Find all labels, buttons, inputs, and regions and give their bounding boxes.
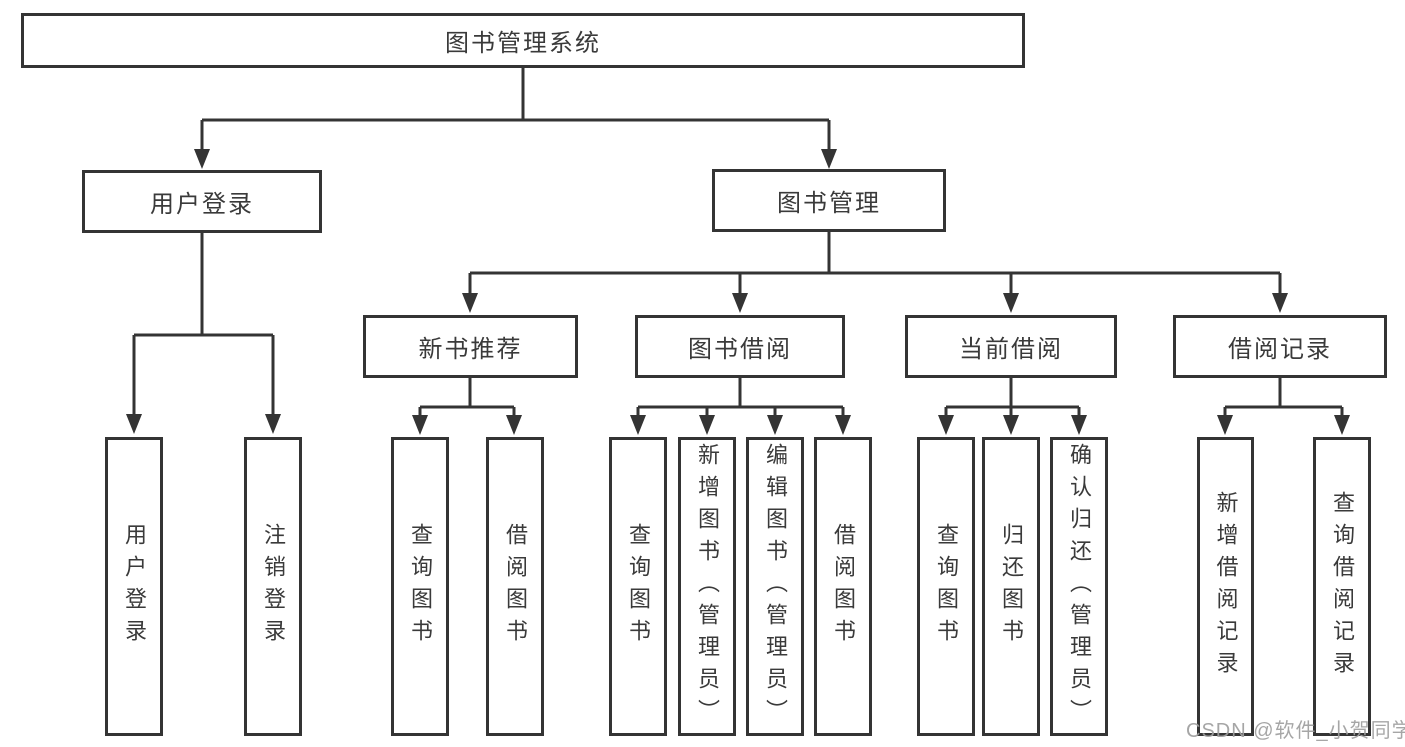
leaf-label: 编辑图书（管理员） [763, 442, 788, 731]
watermark: CSDN @软件_小贺同学 [1186, 720, 1405, 742]
leaf-label: 借阅图书 [831, 522, 856, 651]
leaf-label: 查询图书 [408, 522, 433, 651]
leaf-logout: 注销登录 [244, 437, 302, 736]
leaf-label: 查询图书 [934, 522, 959, 651]
node-current-borrowing: 当前借阅 [905, 315, 1117, 378]
leaf-label: 归还图书 [999, 522, 1024, 651]
leaf-query-books-current: 查询图书 [917, 437, 975, 736]
node-library-management-system: 图书管理系统 [21, 13, 1025, 68]
leaf-query-borrow-record: 查询借阅记录 [1313, 437, 1371, 736]
leaf-label: 新增图书（管理员） [695, 442, 720, 731]
leaf-user-login: 用户登录 [105, 437, 163, 736]
leaf-label: 借阅图书 [503, 522, 528, 651]
leaf-return-book: 归还图书 [982, 437, 1040, 736]
node-new-book-recommendation: 新书推荐 [363, 315, 578, 378]
leaf-confirm-return-admin: 确认归还（管理员） [1050, 437, 1108, 736]
node-book-management: 图书管理 [712, 169, 946, 232]
leaf-label: 确认归还（管理员） [1067, 442, 1092, 731]
leaf-label: 注销登录 [261, 522, 286, 651]
leaf-label: 用户登录 [122, 522, 147, 651]
leaf-query-books-recommend: 查询图书 [391, 437, 449, 736]
leaf-borrow-books-borrowing: 借阅图书 [814, 437, 872, 736]
leaf-add-borrow-record: 新增借阅记录 [1197, 437, 1254, 736]
leaf-borrow-books-recommend: 借阅图书 [486, 437, 544, 736]
node-book-borrowing: 图书借阅 [635, 315, 845, 378]
leaf-query-books-borrowing: 查询图书 [609, 437, 667, 736]
leaf-label: 查询图书 [626, 522, 651, 651]
node-user-login: 用户登录 [82, 170, 322, 233]
leaf-label: 新增借阅记录 [1213, 490, 1239, 683]
leaf-label: 查询借阅记录 [1330, 490, 1355, 683]
leaf-edit-book-admin: 编辑图书（管理员） [746, 437, 804, 736]
leaf-add-book-admin: 新增图书（管理员） [678, 437, 736, 736]
node-borrowing-records: 借阅记录 [1173, 315, 1387, 378]
